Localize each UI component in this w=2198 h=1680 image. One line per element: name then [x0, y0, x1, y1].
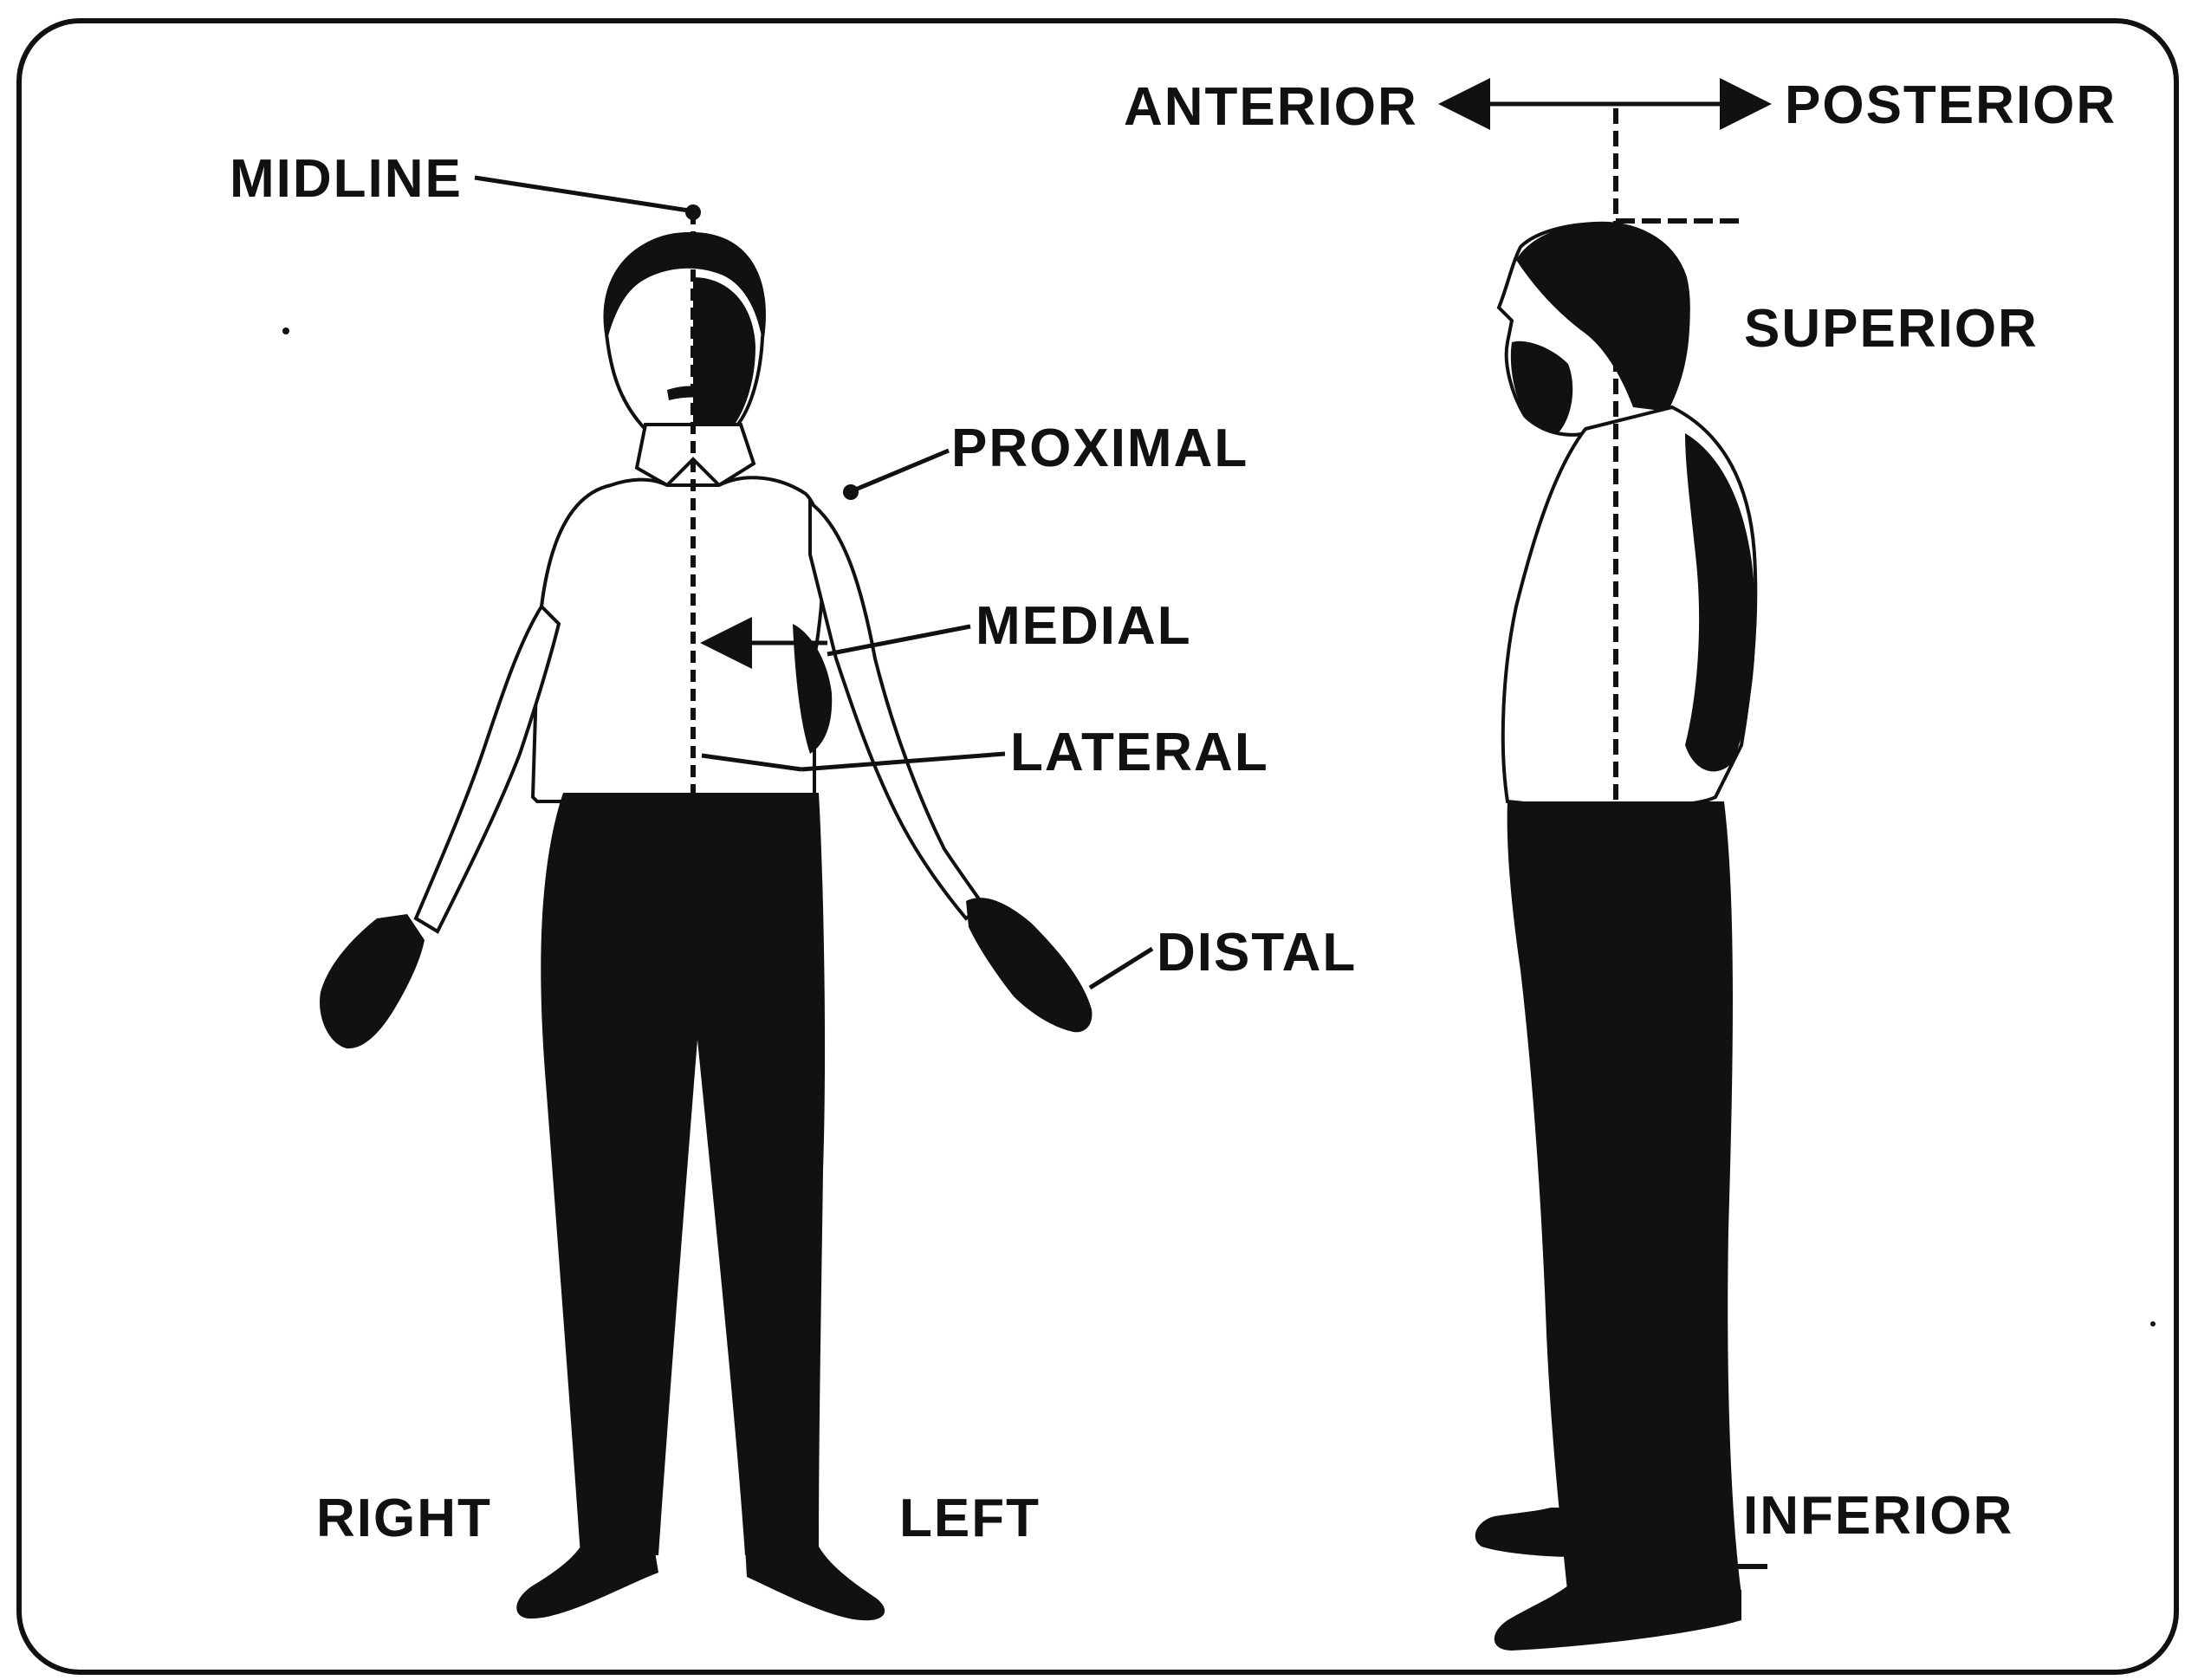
proximal-point: [843, 484, 859, 500]
medial-label: MEDIAL: [976, 596, 1192, 656]
superior-label: SUPERIOR: [1744, 299, 2039, 359]
distal-label: DISTAL: [1157, 923, 1357, 983]
left-label: LEFT: [899, 1489, 1041, 1548]
anterior-label: ANTERIOR: [1124, 77, 1418, 137]
proximal-label: PROXIMAL: [951, 418, 1248, 478]
lateral-label: LATERAL: [1010, 723, 1269, 782]
right-label: RIGHT: [316, 1489, 492, 1548]
front-figure-shirt: [533, 477, 823, 801]
posterior-label: POSTERIOR: [1785, 75, 2117, 135]
inferior-label: INFERIOR: [1743, 1486, 2013, 1546]
speck-mark: [282, 328, 289, 334]
diagram-frame: [19, 21, 2176, 1672]
speck-mark: [2150, 1321, 2156, 1326]
midline-label: MIDLINE: [230, 149, 463, 209]
